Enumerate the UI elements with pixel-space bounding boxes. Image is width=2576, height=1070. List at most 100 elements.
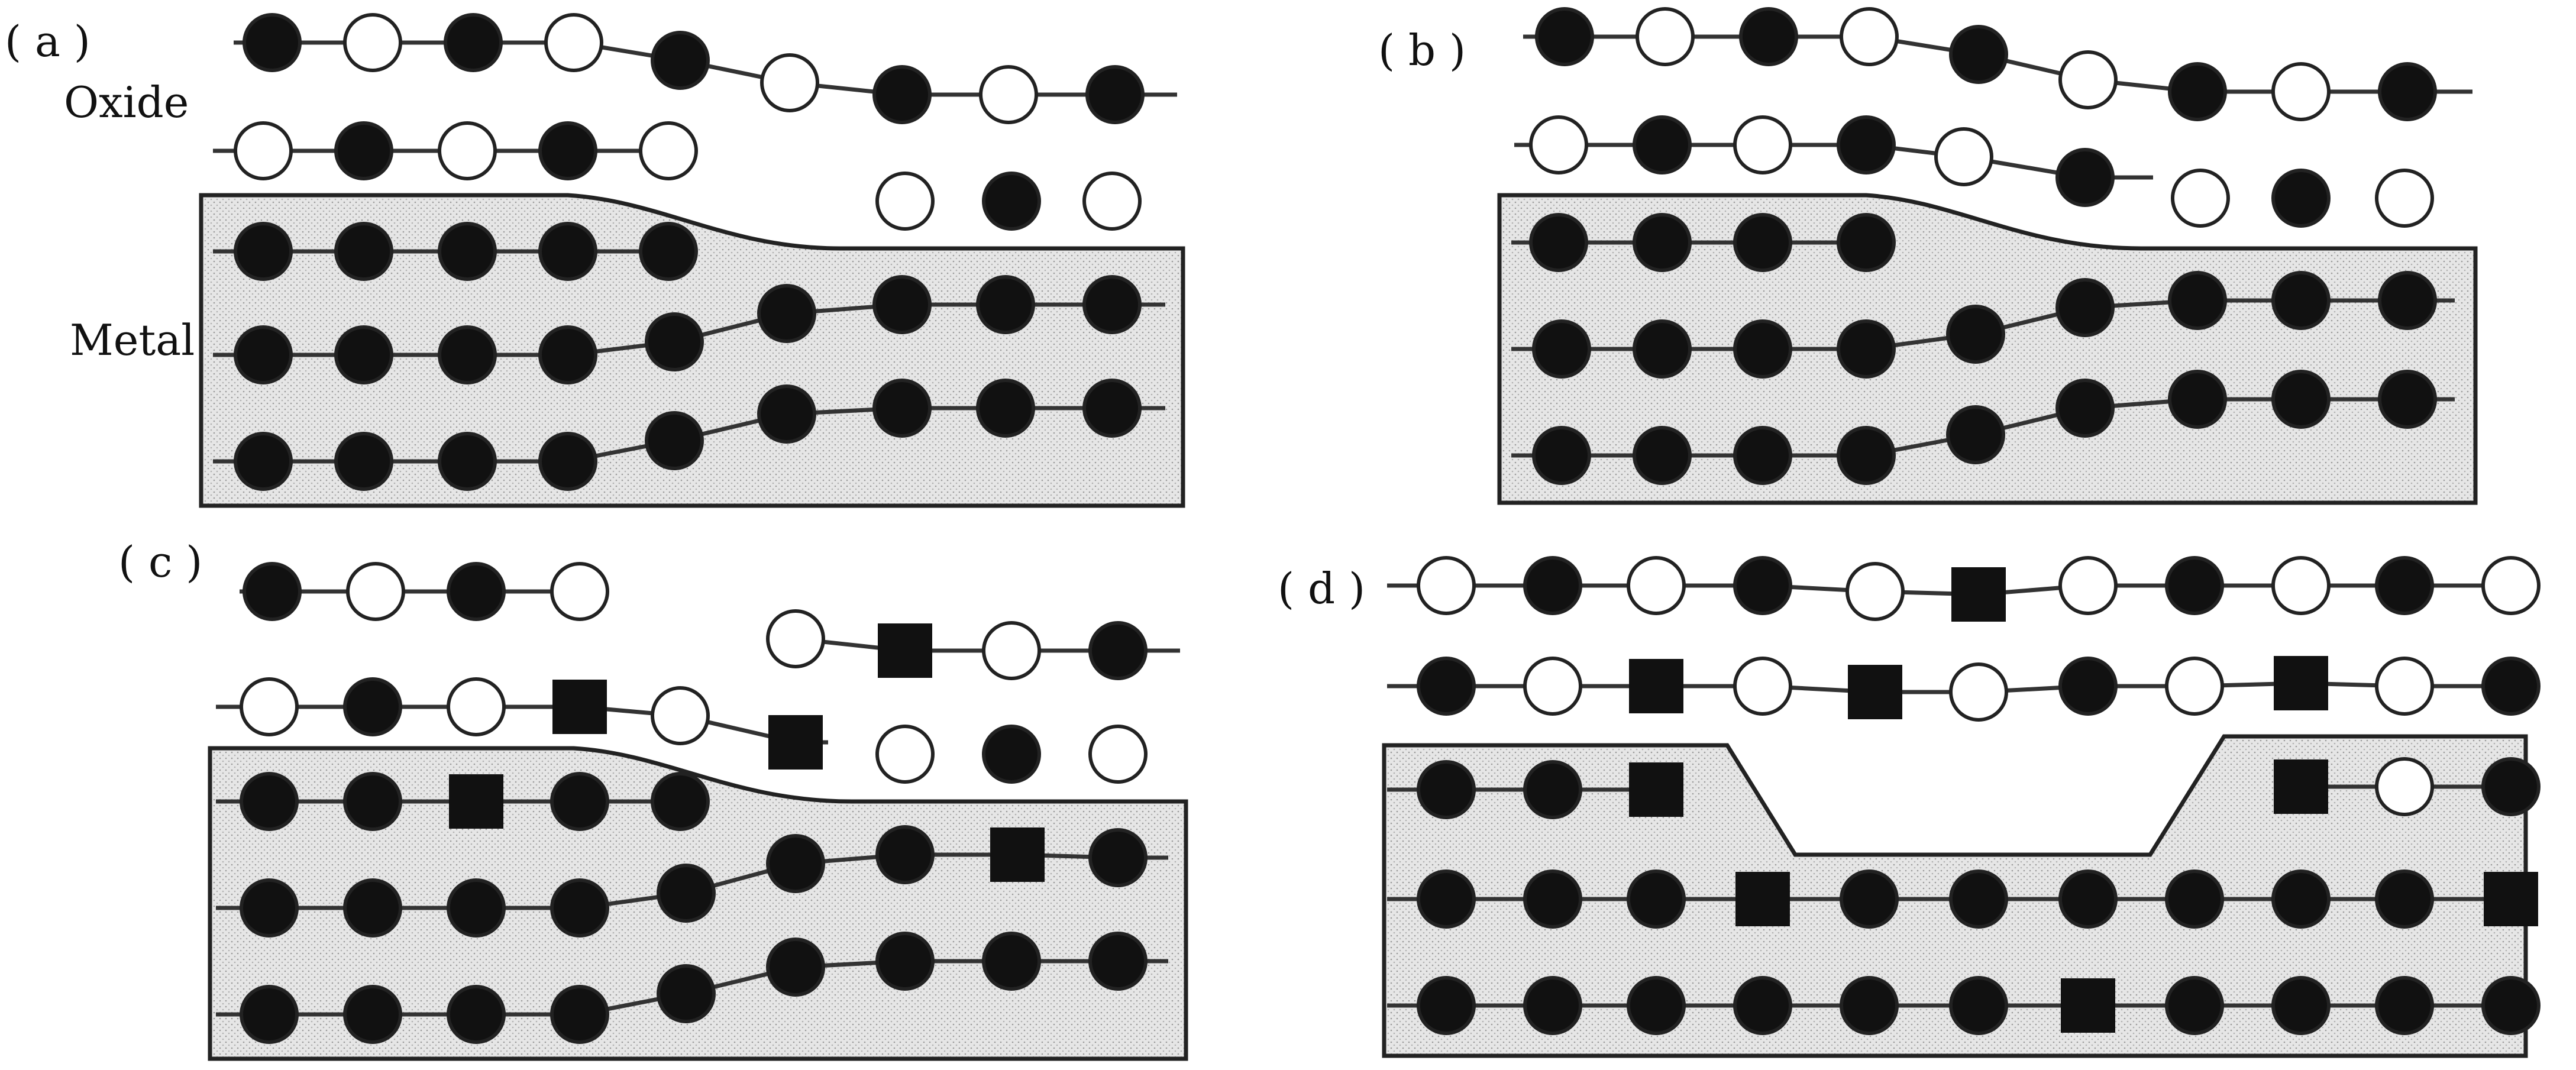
panel-d-metal-row2-square-3: [1735, 872, 1790, 926]
panel-d-metal-row1-right-square-0: [2274, 759, 2328, 814]
panel-c-metal-row3-metal-atom-2: [447, 985, 506, 1044]
panel-b-metal-row3-metal-atom-0: [1532, 426, 1591, 485]
panel-d-oxide-row1-metal-atom-7: [2165, 556, 2224, 615]
panel-b-loose-oxygen-atom-2: [2375, 169, 2434, 228]
panel-d-oxide-row2-square-4: [1848, 665, 1902, 719]
panel-c-metal-row2-metal-atom-3: [550, 878, 609, 938]
panel-d-metal-row1-left-square-2: [1629, 762, 1683, 817]
panel-d-oxide-row1-oxygen-atom-4: [1845, 562, 1905, 621]
panel-c-metal-row1-metal-atom-1: [343, 772, 402, 831]
panel-a-metal-row2-metal-atom-7: [976, 275, 1035, 334]
panel-c-metal-row2-metal-atom-8: [1088, 828, 1148, 887]
panel-d-metal-row2-metal-atom-9: [2375, 869, 2434, 929]
panel-d-oxide-row2-oxygen-atom-3: [1733, 657, 1792, 716]
panel-d-oxide-row2-square-2: [1629, 659, 1683, 713]
panel-b-metal-row2-metal-atom-4: [1946, 305, 2005, 364]
panel-d-oxide-row1-metal-atom-1: [1523, 556, 1582, 615]
panel-c-loose-oxygen-atom-0: [875, 725, 935, 784]
panel-a-metal-row2-metal-atom-4: [645, 312, 704, 371]
panel-b-metal-row1-metal-atom-1: [1633, 213, 1692, 272]
panel-c-metal-row2-metal-atom-6: [875, 825, 935, 884]
panel-c-oxide-row1b-metal-atom-3: [1088, 621, 1148, 680]
panel-a-oxide-row1-metal-atom-0: [243, 13, 302, 72]
panel-a-loose-metal-atom-1: [982, 172, 1041, 231]
panel-a-oxide-row1-metal-atom-4: [651, 31, 710, 90]
panel-label-c: ( c ): [118, 537, 202, 587]
panel-b-oxide-row1-metal-atom-8: [2378, 62, 2437, 121]
panel-b-metal-row2-metal-atom-0: [1532, 319, 1591, 379]
panel-c-metal-row3-metal-atom-7: [982, 932, 1041, 991]
panel-d-metal-row3-metal-atom-5: [1949, 976, 2008, 1035]
panel-b-metal-row2-metal-atom-6: [2168, 271, 2227, 330]
panel-c-oxide-row2-metal-atom-1: [343, 677, 402, 736]
panel-b-metal-row2-metal-atom-5: [2055, 278, 2115, 337]
panel-c-metal-row3-metal-atom-0: [240, 985, 299, 1044]
panel-a-oxide-row1-oxygen-atom-7: [979, 65, 1038, 124]
panel-a-oxide-row2-oxygen-atom-4: [639, 121, 698, 180]
panel-d-oxide-row2-metal-atom-0: [1417, 657, 1476, 716]
panel-a-metal-row3-metal-atom-6: [872, 379, 932, 438]
panel-c-metal-row2-square-7: [990, 827, 1045, 882]
panel-b-metal-row3-metal-atom-8: [2378, 370, 2437, 429]
panel-b-metal-row2-metal-atom-2: [1733, 319, 1792, 379]
panel-c-oxide-row1-metal-atom-0: [243, 562, 302, 621]
panel-c-metal-row2-metal-atom-4: [657, 864, 716, 923]
panel-c-metal-row3-metal-atom-4: [657, 964, 716, 1023]
panel-b-oxide-row1-oxygen-atom-3: [1840, 7, 1899, 66]
panel-d-oxide-row1-metal-atom-3: [1733, 556, 1792, 615]
panel-b-metal-row1-metal-atom-0: [1529, 213, 1588, 272]
panel-b-metal-row2-metal-atom-3: [1837, 319, 1896, 379]
panel-d-oxide-row2-metal-atom-10: [2481, 657, 2541, 716]
panel-d-metal-row3-metal-atom-1: [1523, 976, 1582, 1035]
panel-a-oxide-row1-metal-atom-8: [1085, 65, 1145, 124]
panel-b-metal-row3-metal-atom-6: [2168, 370, 2227, 429]
panel-c-metal-row3-metal-atom-6: [875, 932, 935, 991]
panel-d-metal-row2-metal-atom-5: [1949, 869, 2008, 929]
panel-d-oxide-row2-oxygen-atom-1: [1523, 657, 1582, 716]
panel-a-metal-row2-metal-atom-1: [334, 325, 393, 384]
panel-d-metal-row3-metal-atom-10: [2481, 976, 2541, 1035]
panel-a-loose-oxygen-atom-2: [1082, 172, 1142, 231]
panel-d-oxide-row1-oxygen-atom-2: [1627, 556, 1686, 615]
panel-d-metal-row1-right-metal-atom-2: [2481, 757, 2541, 816]
panel-a-metal-row3-metal-atom-2: [438, 432, 497, 491]
panel-d-metal-row2-metal-atom-8: [2271, 869, 2331, 929]
panel-c-oxide-row2-oxygen-atom-4: [651, 686, 710, 745]
panel-d-metal-row1-right-oxygen-atom-1: [2375, 757, 2434, 816]
panel-c-metal-row2-metal-atom-0: [240, 878, 299, 938]
panel-c-metal-row3-metal-atom-5: [766, 938, 825, 997]
panel-c-metal-row1-square-2: [449, 774, 503, 829]
panel-c-metal-row1-metal-atom-3: [550, 772, 609, 831]
panel-d-metal-row3-metal-atom-0: [1417, 976, 1476, 1035]
panel-a-metal-row2-metal-atom-0: [234, 325, 293, 384]
panel-b-metal-row3-metal-atom-2: [1733, 426, 1792, 485]
panel-a-metal-row1-metal-atom-1: [334, 222, 393, 281]
panel-c-oxide-row2-square-5: [768, 715, 823, 770]
panel-c-oxide-row1b-oxygen-atom-2: [982, 621, 1041, 680]
panel-c-oxide-row2-bond-line: [216, 704, 828, 745]
oxide-label: Oxide: [64, 77, 189, 127]
panel-d-metal-row3-metal-atom-2: [1627, 976, 1686, 1035]
panel-c-oxide-row2-oxygen-atom-0: [240, 677, 299, 736]
panel-label-b: ( b ): [1378, 25, 1466, 75]
panel-d-oxide-row1-oxygen-atom-0: [1417, 556, 1476, 615]
panel-a-metal-row1-metal-atom-3: [538, 222, 597, 281]
panel-a-oxide-row1-metal-atom-6: [872, 65, 932, 124]
panel-b-loose-oxygen-atom-0: [2171, 169, 2230, 228]
panel-c-loose-metal-atom-1: [982, 725, 1041, 784]
panel-label-a: ( a ): [5, 17, 91, 66]
panel-b-oxide-row1-metal-atom-2: [1739, 7, 1798, 66]
panel-c-metal-row2-metal-atom-2: [447, 878, 506, 938]
panel-a-metal-row2-metal-atom-8: [1082, 275, 1142, 334]
panel-a-metal-row3-metal-atom-5: [757, 384, 816, 444]
panel-c-metal-row1-metal-atom-0: [240, 772, 299, 831]
panel-a-metal-row2-metal-atom-6: [872, 275, 932, 334]
panel-b-metal-row3-metal-atom-4: [1946, 405, 2005, 464]
panel-a-loose-oxygen-atom-0: [875, 172, 935, 231]
panel-b-oxide-row1-oxygen-atom-1: [1636, 7, 1695, 66]
panel-d-metal-row2-square-10: [2484, 872, 2538, 926]
panel-d-metal-row2-metal-atom-4: [1840, 869, 1899, 929]
panel-d-oxide-row1-oxygen-atom-8: [2271, 556, 2331, 615]
panel-a-metal-row3-metal-atom-8: [1082, 379, 1142, 438]
